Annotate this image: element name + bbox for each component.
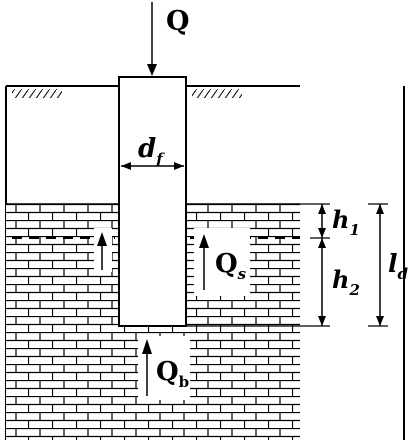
shaft-resistance-label-sub: s [238, 265, 247, 283]
base-resistance-label: Qb [156, 357, 189, 391]
layer-thickness-dimension [186, 203, 330, 327]
load-arrow [147, 2, 157, 76]
base-resistance-label-sub: b [179, 373, 190, 391]
base-resistance-label-main: Q [156, 357, 179, 387]
h1-label-main: h [332, 205, 349, 234]
embedded-length-label-main: l [388, 249, 398, 278]
shaft-resistance-arrow-left [97, 232, 107, 270]
ground-hatch-left [12, 89, 62, 98]
pile-shaft [118, 76, 187, 327]
h2-label: h2 [332, 265, 360, 299]
diameter-label-main: d [138, 134, 156, 164]
load-label: Q [166, 6, 190, 37]
diameter-dimension [121, 162, 184, 170]
h2-label-main: h [332, 265, 349, 294]
embedded-length-label: ld [388, 249, 409, 283]
h1-label: h1 [332, 205, 360, 239]
shaft-resistance-label-main: Q [215, 249, 238, 279]
diameter-label: df [138, 134, 165, 168]
diameter-label-sub: f [155, 150, 165, 168]
h2-label-sub: 2 [348, 281, 359, 299]
h1-label-sub: 1 [349, 221, 359, 239]
shaft-resistance-label: Qs [215, 249, 247, 283]
ground-hatch-right [192, 89, 242, 98]
shaft-resistance-arrow-right [199, 234, 209, 290]
rock-layer [6, 203, 300, 440]
embedded-length-dimension [368, 203, 388, 327]
embedded-length-label-sub: d [398, 265, 409, 283]
base-resistance-arrow [142, 339, 152, 396]
